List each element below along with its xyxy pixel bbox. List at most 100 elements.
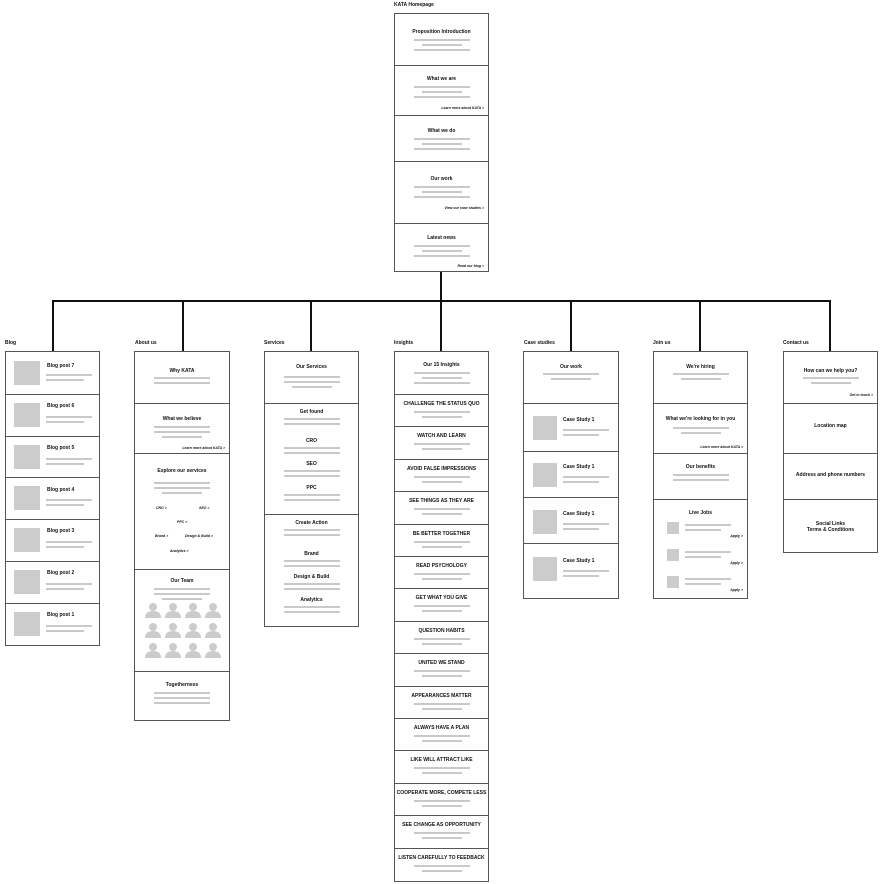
service-link-seo[interactable]: SEO >	[199, 506, 210, 510]
insight-row[interactable]: WATCH AND LEARN	[395, 427, 488, 460]
person-icon	[205, 623, 221, 638]
blog-post-row[interactable]: Blog post 5	[6, 437, 99, 478]
services-title: Services	[264, 340, 285, 346]
case-thumbnail	[533, 416, 557, 440]
case-study-row[interactable]: Case Study 1	[524, 452, 618, 498]
blog-post-row[interactable]: Blog post 1	[6, 604, 99, 646]
case-study-row[interactable]: Case Study 1	[524, 498, 618, 544]
apply-link[interactable]: Apply >	[730, 588, 743, 592]
services-create-action-section: Create Action Brand Design & Build Analy…	[265, 515, 358, 627]
insight-row[interactable]: SEE THINGS AS THEY ARE	[395, 492, 488, 525]
person-icon	[145, 603, 161, 618]
section-what-we-are: What we are Learn more about KATA >	[395, 66, 488, 116]
contact-page: How can we help you? Get in touch > Loca…	[783, 351, 878, 553]
service-seo[interactable]: SEO	[306, 461, 317, 467]
insight-row[interactable]: UNITED WE STAND	[395, 654, 488, 687]
connector-blog	[52, 300, 54, 352]
about-explore-section: Explore our services CRO > SEO > PPC > B…	[135, 454, 229, 570]
blog-thumbnail	[14, 486, 40, 510]
case-study-row[interactable]: Case Study 1	[524, 404, 618, 452]
contact-help-section: How can we help you? Get in touch >	[784, 352, 877, 404]
blog-thumbnail	[14, 361, 40, 385]
blog-post-row[interactable]: Blog post 4	[6, 478, 99, 520]
person-icon	[165, 603, 181, 618]
about-page: Why KATA What we believe Learn more abou…	[134, 351, 230, 721]
blog-post-row[interactable]: Blog post 3	[6, 520, 99, 562]
contact-address-section: Address and phone numbers	[784, 454, 877, 500]
service-link-cro[interactable]: CRO >	[156, 506, 167, 510]
join-page: We're hiring What we're looking for in y…	[653, 351, 748, 599]
learn-more-link[interactable]: Learn more about KATA >	[700, 445, 743, 449]
blog-post-row[interactable]: Blog post 2	[6, 562, 99, 604]
blog-thumbnail	[14, 445, 40, 469]
person-icon	[185, 603, 201, 618]
service-link-brand[interactable]: Brand >	[155, 534, 169, 538]
connector-services	[310, 300, 312, 352]
about-why-section: Why KATA	[135, 352, 229, 404]
insight-row[interactable]: LISTEN CAREFULLY TO FEEDBACK	[395, 849, 488, 881]
service-brand[interactable]: Brand	[304, 551, 319, 557]
insight-row[interactable]: QUESTION HABITS	[395, 622, 488, 655]
case-study-row[interactable]: Case Study 1	[524, 544, 618, 599]
connector-insights	[440, 300, 442, 352]
section-latest-news: Latest news Read our blog >	[395, 224, 488, 272]
insight-row[interactable]: AVOID FALSE IMPRESSIONS	[395, 460, 488, 493]
contact-title: Contact us	[783, 340, 809, 346]
blog-post-row[interactable]: Blog post 7	[6, 352, 99, 395]
section-proposition: Proposition Introduction	[395, 14, 488, 66]
learn-more-link[interactable]: Learn more about KATA >	[441, 106, 484, 110]
service-analytics[interactable]: Analytics	[300, 597, 323, 603]
case-thumbnail	[533, 557, 557, 581]
blog-link[interactable]: Read our blog >	[457, 264, 484, 268]
insight-row[interactable]: SEE CHANGE AS OPPORTUNITY	[395, 816, 488, 849]
service-link-design-build[interactable]: Design & Build >	[185, 534, 213, 538]
connector-join	[699, 300, 701, 352]
connector-contact	[829, 300, 831, 352]
blog-post-row[interactable]: Blog post 6	[6, 395, 99, 437]
blog-page: Blog post 7 Blog post 6 Blog post 5 Blog…	[5, 351, 100, 646]
job-thumbnail	[667, 576, 679, 588]
get-found-heading: Get found	[299, 409, 324, 415]
join-looking-section: What we're looking for in you Learn more…	[654, 404, 747, 454]
case-studies-link[interactable]: View our case studies >	[444, 206, 484, 210]
insight-row[interactable]: ALWAYS HAVE A PLAN	[395, 719, 488, 752]
get-in-touch-link[interactable]: Get in touch >	[849, 393, 873, 397]
insight-row[interactable]: GET WHAT YOU GIVE	[395, 589, 488, 622]
blog-thumbnail	[14, 612, 40, 636]
person-icon	[165, 643, 181, 658]
insight-row[interactable]: LIKE WILL ATTRACT LIKE	[395, 751, 488, 784]
insight-row[interactable]: READ PSYCHOLOGY	[395, 557, 488, 590]
join-jobs-section: Live Jobs Apply > Apply > Apply >	[654, 500, 747, 599]
contact-map-section: Location map	[784, 404, 877, 454]
apply-link[interactable]: Apply >	[730, 561, 743, 565]
about-believe-section: What we believe Learn more about KATA >	[135, 404, 229, 454]
insights-header: Our 15 Insights	[395, 352, 488, 395]
join-hiring-section: We're hiring	[654, 352, 747, 404]
about-title: About us	[135, 340, 157, 346]
about-team-section: Our Team	[135, 570, 229, 672]
insight-row[interactable]: CHALLENGE THE STATUS QUO	[395, 395, 488, 428]
blog-thumbnail	[14, 570, 40, 594]
join-benefits-section: Our benefits	[654, 454, 747, 500]
job-thumbnail	[667, 549, 679, 561]
service-cro[interactable]: CRO	[305, 438, 318, 444]
service-link-ppc[interactable]: PPC >	[177, 520, 188, 524]
insight-row[interactable]: COOPERATE MORE, COMPETE LESS	[395, 784, 488, 817]
connector-cases	[570, 300, 572, 352]
service-link-analytics[interactable]: Analytics >	[170, 549, 189, 553]
insight-row[interactable]: BE BETTER TOGETHER	[395, 525, 488, 557]
team-grid	[135, 570, 231, 672]
blog-title: Blog	[5, 340, 17, 346]
insight-row[interactable]: APPEARANCES MATTER	[395, 687, 488, 719]
social-links[interactable]: Social Links	[815, 521, 846, 527]
service-ppc[interactable]: PPC	[306, 485, 317, 491]
person-icon	[165, 623, 181, 638]
section-what-we-do: What we do	[395, 116, 488, 162]
apply-link[interactable]: Apply >	[730, 534, 743, 538]
connector-trunk	[440, 271, 442, 301]
blog-thumbnail	[14, 403, 40, 427]
service-design-build[interactable]: Design & Build	[293, 574, 330, 580]
learn-more-link[interactable]: Learn more about KATA >	[182, 446, 225, 450]
terms-link[interactable]: Terms & Conditions	[806, 527, 855, 533]
